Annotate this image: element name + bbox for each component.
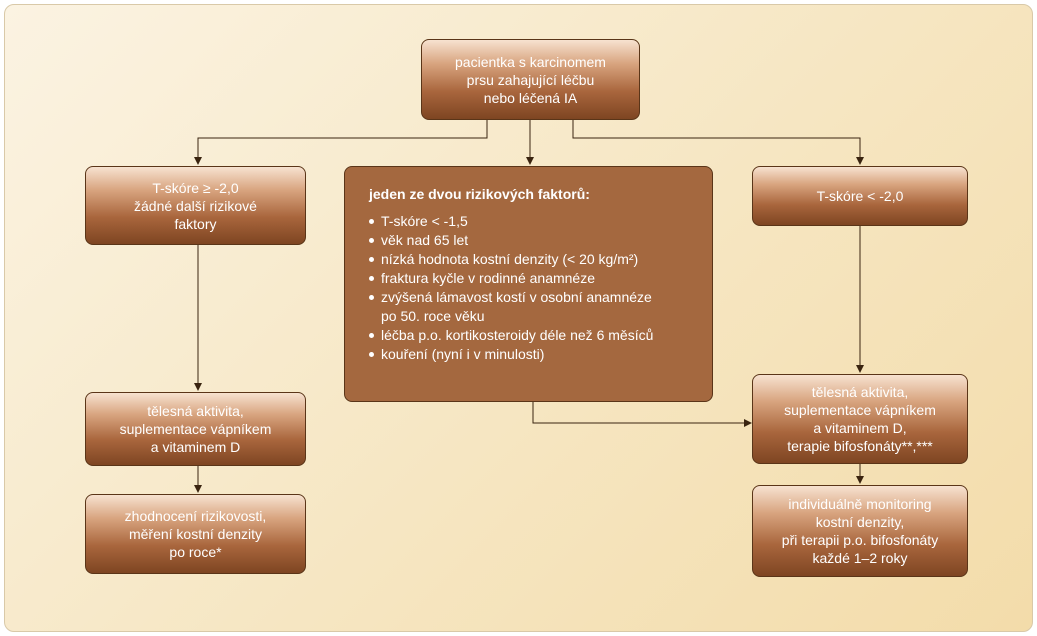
node-risk-assessment-line: zhodnocení rizikovosti, (124, 508, 267, 524)
risk-factor-text: T-skóre < -1,5 (381, 213, 468, 229)
node-monitoring-line: každé 1–2 roky (812, 550, 908, 566)
node-patient-line: nebo léčená IA (483, 89, 578, 106)
node-patient-line: prsu zahajující léčbu (466, 71, 595, 88)
node-risk-assessment: zhodnocení rizikovosti, měření kostní de… (85, 494, 306, 574)
node-risk-factors: jeden ze dvou rizikových faktorů: T-skór… (344, 166, 713, 402)
risk-factor-text: kouření (nyní i v minulosti) (381, 346, 545, 362)
node-tscore-low-line: T-skóre < -2,0 (816, 188, 904, 204)
node-therapy-right-line: suplementace vápníkem (784, 402, 936, 418)
risk-factor-item: fraktura kyčle v rodinné anamnéze (369, 269, 692, 288)
arrow-top-to-right1 (572, 120, 864, 165)
risk-factor-text: léčba p.o. kortikosteroidy déle než 6 mě… (381, 327, 654, 343)
node-lifestyle-left-line: a vitaminem D (150, 439, 241, 455)
node-tscore-normal: T-skóre ≥ -2,0 žádné další rizikové fakt… (85, 166, 306, 245)
node-tscore-low: T-skóre < -2,0 (752, 166, 968, 226)
node-tscore-normal-line: faktory (174, 215, 217, 232)
arrow-center-to-right2 (532, 402, 752, 427)
node-lifestyle-left-line: suplementace vápníkem (119, 421, 272, 437)
risk-factor-item: nízká hodnota kostní denzity (< 20 kg/m²… (369, 250, 692, 269)
node-risk-assessment-line: měření kostní denzity (128, 526, 263, 542)
risk-factor-text: nízká hodnota kostní denzity (< 20 kg/m²… (381, 251, 639, 267)
risk-factor-text: po 50. roce věku (381, 308, 485, 324)
node-tscore-normal-line: žádné další rizikové (134, 197, 257, 214)
node-monitoring-line: při terapii p.o. bifosfonáty (781, 532, 939, 548)
node-lifestyle-left: tělesná aktivita, suplementace vápníkem … (85, 392, 306, 466)
node-patient-line: pacientka s karcinomem (455, 53, 606, 70)
node-risk-assessment-line: po roce* (169, 544, 222, 560)
risk-factor-item: T-skóre < -1,5 (369, 212, 692, 231)
node-lifestyle-left-line: tělesná aktivita, (147, 403, 244, 419)
risk-factor-item: léčba p.o. kortikosteroidy déle než 6 mě… (369, 326, 692, 345)
node-patient: pacientka s karcinomem prsu zahajující l… (421, 39, 640, 120)
arrow-top-to-left1 (194, 120, 488, 165)
node-therapy-right-line: a vitaminem D, (813, 420, 907, 436)
risk-factor-item: zvýšená lámavost kostí v osobní anamnéze… (369, 288, 692, 326)
risk-factor-item: věk nad 65 let (369, 231, 692, 250)
node-therapy-right-line: terapie bifosfonáty**,*** (787, 438, 933, 454)
risk-factor-text: věk nad 65 let (381, 232, 469, 248)
node-therapy-right: tělesná aktivita, suplementace vápníkem … (752, 374, 968, 464)
node-monitoring-line: kostní denzity, (815, 514, 905, 530)
node-monitoring: individuálně monitoring kostní denzity, … (752, 485, 968, 577)
node-therapy-right-line: tělesná aktivita, (811, 384, 909, 400)
risk-factor-text: fraktura kyčle v rodinné anamnéze (381, 270, 595, 286)
node-tscore-normal-line: T-skóre ≥ -2,0 (152, 179, 239, 196)
risk-factor-item: kouření (nyní i v minulosti) (369, 345, 692, 364)
risk-factor-text: zvýšená lámavost kostí v osobní anamnéze (381, 289, 652, 305)
node-monitoring-line: individuálně monitoring (788, 496, 932, 512)
risk-factors-list: T-skóre < -1,5 věk nad 65 let nízká hodn… (369, 212, 692, 364)
risk-factors-title: jeden ze dvou rizikových faktorů: (369, 186, 590, 202)
